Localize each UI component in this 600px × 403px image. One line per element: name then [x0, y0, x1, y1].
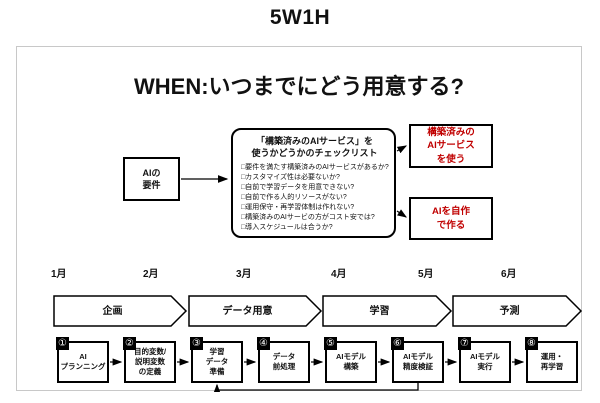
page-title: 5W1H: [269, 6, 331, 29]
checklist-item: □カスタマイズ性は必要ないか?: [241, 174, 340, 182]
step-label: データ 前処理: [272, 352, 296, 371]
phase-label: 予測: [499, 306, 520, 317]
panel-heading: WHEN:いつまでにどう用意する?: [134, 74, 464, 99]
checklist-item: □自前で学習データを用意できない?: [241, 184, 355, 192]
checklist-item: □構築済みのAIサービの方がコスト安では?: [241, 214, 375, 222]
step-number-badge: ⑥: [391, 337, 404, 350]
month-label: 1月: [51, 269, 67, 280]
outcome-box-use-service: 構築済みの AIサービス を使う: [409, 124, 493, 168]
phase-label: 企画: [102, 306, 123, 317]
step-number-badge: ④: [257, 337, 270, 350]
arrow-checklist-to-build-own: [396, 209, 407, 218]
phase-label: 学習: [369, 306, 390, 317]
step-label: 目的変数/ 説明変数 の定義: [133, 347, 167, 376]
step-label: AIモデル 実行: [470, 352, 500, 371]
step-number-badge: ⑤: [324, 337, 337, 350]
month-label: 6月: [501, 269, 517, 280]
ai-requirements-box: AIの 要件: [123, 157, 180, 201]
step-box-ai-planning: ① AI プランニング: [56, 337, 109, 383]
step-box-model-accuracy-verification: ⑥ AIモデル 精度検証: [391, 337, 444, 383]
outcome-box-build-own: AIを自作 で作る: [409, 197, 493, 240]
month-label: 5月: [418, 269, 434, 280]
phase-chevron: [53, 295, 188, 327]
checklist-item: □導入スケジュールは合うか?: [241, 224, 333, 231]
phase-label: データ用意: [222, 306, 273, 317]
step-box-data-preprocessing: ④ データ 前処理: [257, 337, 310, 383]
step-label: 学習 データ 準備: [205, 347, 229, 376]
arrow-checklist-to-use-service: [396, 145, 408, 154]
checklist-box: 「構築済みのAIサービス」を 使うかどうかのチェックリスト □要件を満たす構築済…: [231, 128, 396, 238]
checklist-item: □要件を満たす構築済みのAIサービスがあるか?: [241, 164, 389, 172]
step-box-variable-definition: ② 目的変数/ 説明変数 の定義: [123, 337, 176, 383]
feedback-arrow-verify-to-data-prep: [213, 383, 419, 392]
step-number-badge: ②: [123, 337, 136, 350]
step-box-model-execution: ⑦ AIモデル 実行: [458, 337, 511, 383]
checklist-items: □要件を満たす構築済みのAIサービスがあるか? □カスタマイズ性は必要ないか? …: [241, 163, 389, 233]
step-number-badge: ⑧: [525, 337, 538, 350]
step-box-operation-relearning: ⑧ 運用・ 再学習: [525, 337, 578, 383]
month-label: 4月: [331, 269, 347, 280]
month-label: 2月: [143, 269, 159, 280]
phase-chevron: [322, 295, 453, 327]
phase-chevrons-svg: [53, 295, 583, 327]
step-number-badge: ①: [56, 337, 69, 350]
main-panel: WHEN:いつまでにどう用意する? AIの 要件 「構築済みのAIサービス」を …: [16, 46, 583, 392]
phase-chevron: [452, 295, 583, 327]
step-number-badge: ⑦: [458, 337, 471, 350]
step-box-model-build: ⑤ AIモデル 構築: [324, 337, 377, 383]
checklist-item: □自前で作る人的リソースがない?: [241, 194, 347, 202]
month-label: 3月: [236, 269, 252, 280]
phase-chevron: [188, 295, 323, 327]
step-label: AIモデル 構築: [336, 352, 366, 371]
checklist-title: 「構築済みのAIサービス」を 使うかどうかのチェックリスト: [251, 136, 378, 158]
step-label: AIモデル 精度検証: [403, 352, 433, 371]
checklist-item: □運用保守・再学習体制は作れない?: [241, 204, 355, 212]
step-number-badge: ③: [190, 337, 203, 350]
step-label: 運用・ 再学習: [540, 352, 564, 371]
step-label: AI プランニング: [60, 352, 106, 371]
step-box-training-data-prep: ③ 学習 データ 準備: [190, 337, 243, 383]
